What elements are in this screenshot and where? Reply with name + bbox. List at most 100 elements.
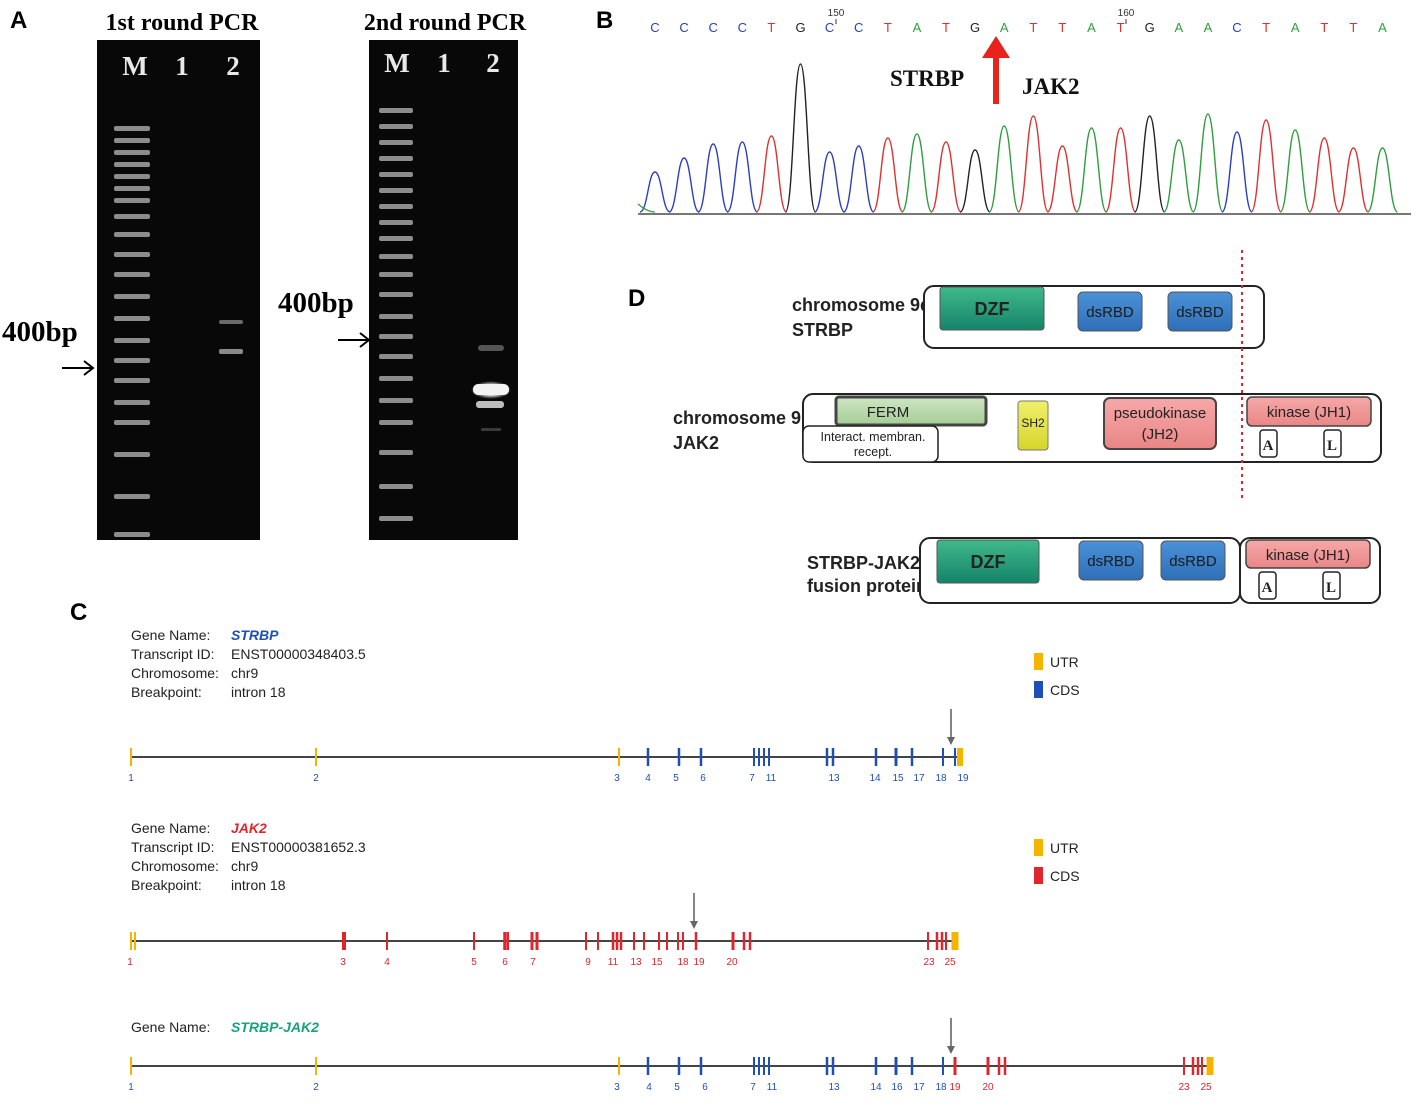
domain-sh2-label: SH2 (1021, 416, 1045, 430)
panel-a: A 1st round PCR M 1 2 400bp 2nd round PC… (2, 7, 527, 540)
ladder-band (379, 188, 413, 193)
ladder-band (114, 378, 150, 383)
exon-number: 1 (128, 1082, 134, 1093)
exon (134, 932, 136, 950)
chromatogram-peak (1337, 147, 1370, 213)
domain-kinase (1246, 396, 1372, 427)
gel-2-lane-m: M (384, 48, 409, 78)
protein-fusion-label-line1: STRBP-JAK2 (807, 553, 920, 573)
exon (874, 1057, 878, 1075)
exon (386, 932, 388, 950)
chromatogram-peak (668, 157, 700, 213)
domain-ferm (834, 395, 988, 427)
sequence-base: G (970, 20, 980, 35)
ladder-band (379, 292, 413, 297)
domain-dzf (936, 539, 1040, 584)
sequence-base: T (1117, 20, 1125, 35)
info-value: chr9 (231, 858, 258, 874)
info-key: Transcript ID: (131, 646, 215, 662)
ladder-band (114, 198, 150, 203)
exon-number: 7 (530, 957, 536, 968)
exon-number: 5 (674, 1082, 680, 1093)
sequence-base: T (1058, 20, 1066, 35)
ladder-band (114, 138, 150, 143)
domain-kinase (1245, 539, 1371, 569)
exon-number: 17 (913, 1082, 925, 1093)
exon (927, 932, 929, 950)
exon (1206, 1057, 1214, 1075)
protein-fusion: STRBP-JAK2 fusion protein DZF dsRBD dsRB… (807, 537, 1381, 604)
gel-1-lane-1: 1 (175, 51, 189, 81)
exon-number: 25 (944, 957, 956, 968)
ladder-band (114, 252, 150, 257)
sequence-base: C (854, 20, 863, 35)
exon-number: 13 (828, 773, 840, 784)
ladder-band (379, 484, 413, 489)
chromatogram-peak (1163, 139, 1195, 213)
protein-jak2-label-line1: chromosome 9p (673, 408, 812, 428)
gel-1-title: 1st round PCR (106, 10, 260, 36)
sequence-base: C (679, 20, 688, 35)
exon (831, 748, 835, 766)
exon-number: 15 (892, 773, 904, 784)
panel-letter-a: A (10, 7, 27, 34)
exon-number: 13 (630, 957, 642, 968)
exon-number: 3 (340, 957, 346, 968)
exon (942, 748, 944, 766)
exon-number: 6 (700, 773, 706, 784)
gel-2-ladder (379, 108, 413, 521)
info-key: Chromosome: (131, 665, 219, 681)
ladder-band (379, 254, 413, 259)
exon (615, 932, 619, 950)
chromatogram-peak (1134, 115, 1166, 213)
junction-arrow-head (982, 36, 1010, 58)
gel-2-size-arrow (338, 332, 371, 348)
gel-2-band (473, 384, 509, 395)
exon (619, 932, 623, 950)
exon-number: 19 (693, 957, 705, 968)
motif-a-label: A (1263, 438, 1274, 454)
protein-jak2: chromosome 9p JAK2 FERM Interact. membra… (673, 393, 1382, 463)
sequence-base: T (1029, 20, 1037, 35)
ladder-band (379, 124, 413, 129)
exon (945, 932, 947, 950)
exon (130, 1057, 132, 1075)
sequence-base: T (1349, 20, 1357, 35)
info-key: Breakpoint: (131, 877, 202, 893)
info-value: intron 18 (231, 684, 286, 700)
exon (768, 1057, 770, 1075)
motif-a-box (1259, 429, 1278, 458)
exon (315, 748, 317, 766)
gel-1-lane-m: M (122, 51, 147, 81)
sequence-base: C (738, 20, 747, 35)
domain-ferm-label: FERM (867, 404, 910, 421)
gel-2: 2nd round PCR M 1 2 400bp (278, 10, 527, 540)
ladder-band (379, 236, 413, 241)
gel-2-lane-1: 1 (437, 48, 451, 78)
exon (1191, 1057, 1195, 1075)
exon (699, 1057, 703, 1075)
ladder-band (114, 452, 150, 457)
exon (694, 932, 698, 950)
gel-2-lane-2: 2 (486, 48, 500, 78)
exon-number: 6 (502, 957, 508, 968)
chromatogram-peak (1221, 131, 1253, 213)
exon (986, 1057, 990, 1075)
ladder-band (114, 532, 150, 537)
ladder-band (379, 398, 413, 403)
exon-number: 3 (614, 1082, 620, 1093)
domain-dsrbd (1160, 540, 1226, 581)
sequence-position-160: 160 (1118, 8, 1135, 19)
chromatogram-tail (637, 203, 656, 213)
domain-dzf-label: DZF (971, 552, 1006, 572)
domain-pseudokinase-label: pseudokinase(JH2) (1114, 405, 1207, 443)
domain-dsrbd (1078, 540, 1144, 581)
exon-number: 7 (749, 773, 755, 784)
sequence-base: G (795, 20, 805, 35)
exon-number: 5 (673, 773, 679, 784)
chromatogram-peak (1075, 127, 1108, 213)
chromatogram-peak (901, 133, 933, 213)
exon-number: 18 (677, 957, 689, 968)
